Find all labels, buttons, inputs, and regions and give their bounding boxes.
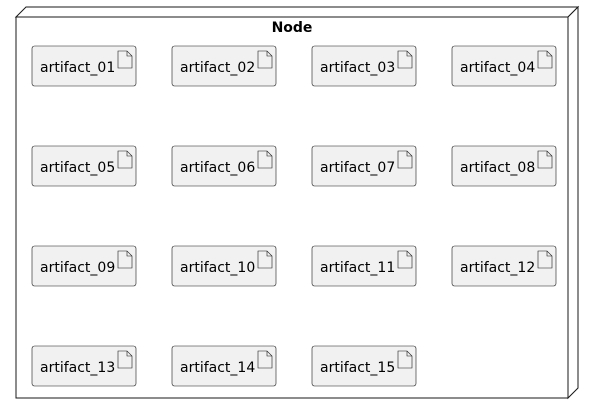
artifact-label: artifact_03	[320, 60, 395, 76]
document-icon	[117, 150, 133, 169]
artifact-label: artifact_02	[180, 60, 255, 76]
artifact-box: artifact_03	[311, 45, 417, 87]
artifact-frame	[171, 345, 277, 387]
node-top-face	[14, 6, 580, 18]
artifact-frame	[311, 245, 417, 287]
artifact-box: artifact_06	[171, 145, 277, 187]
artifact-frame	[311, 45, 417, 87]
artifact-box: artifact_02	[171, 45, 277, 87]
artifact-frame	[451, 145, 557, 187]
artifact-box: artifact_04	[451, 45, 557, 87]
document-icon	[537, 50, 553, 69]
artifact-label: artifact_14	[180, 360, 255, 376]
artifact-label: artifact_04	[460, 60, 535, 76]
document-icon	[397, 250, 413, 269]
document-icon	[257, 250, 273, 269]
artifact-frame	[31, 245, 137, 287]
document-icon	[257, 350, 273, 369]
artifact-frame	[31, 345, 137, 387]
artifact-box: artifact_07	[311, 145, 417, 187]
artifact-label: artifact_09	[40, 260, 115, 276]
artifact-label: artifact_13	[40, 360, 115, 376]
document-icon	[397, 350, 413, 369]
artifact-box: artifact_13	[31, 345, 137, 387]
artifact-frame	[171, 45, 277, 87]
artifact-frame	[31, 145, 137, 187]
document-icon	[257, 50, 273, 69]
artifact-label: artifact_11	[320, 260, 395, 276]
artifact-box: artifact_12	[451, 245, 557, 287]
artifact-box: artifact_10	[171, 245, 277, 287]
node-side-face	[567, 5, 579, 400]
artifact-frame	[31, 45, 137, 87]
artifact-label: artifact_15	[320, 360, 395, 376]
document-icon	[397, 50, 413, 69]
artifact-box: artifact_14	[171, 345, 277, 387]
artifact-frame	[171, 145, 277, 187]
artifact-frame	[311, 145, 417, 187]
artifact-box: artifact_11	[311, 245, 417, 287]
artifact-box: artifact_05	[31, 145, 137, 187]
artifact-label: artifact_05	[40, 160, 115, 176]
artifact-frame	[451, 45, 557, 87]
document-icon	[257, 150, 273, 169]
artifact-frame	[451, 245, 557, 287]
artifact-label: artifact_10	[180, 260, 255, 276]
artifact-label: artifact_08	[460, 160, 535, 176]
artifact-frame	[311, 345, 417, 387]
document-icon	[537, 250, 553, 269]
document-icon	[117, 50, 133, 69]
node-title: Node	[272, 20, 313, 36]
artifact-box: artifact_01	[31, 45, 137, 87]
artifact-box: artifact_15	[311, 345, 417, 387]
artifact-label: artifact_01	[40, 60, 115, 76]
artifact-box: artifact_08	[451, 145, 557, 187]
document-icon	[117, 250, 133, 269]
artifact-box: artifact_09	[31, 245, 137, 287]
document-icon	[537, 150, 553, 169]
artifact-label: artifact_07	[320, 160, 395, 176]
artifact-frame	[171, 245, 277, 287]
document-icon	[117, 350, 133, 369]
artifact-label: artifact_12	[460, 260, 535, 276]
document-icon	[397, 150, 413, 169]
artifact-label: artifact_06	[180, 160, 255, 176]
